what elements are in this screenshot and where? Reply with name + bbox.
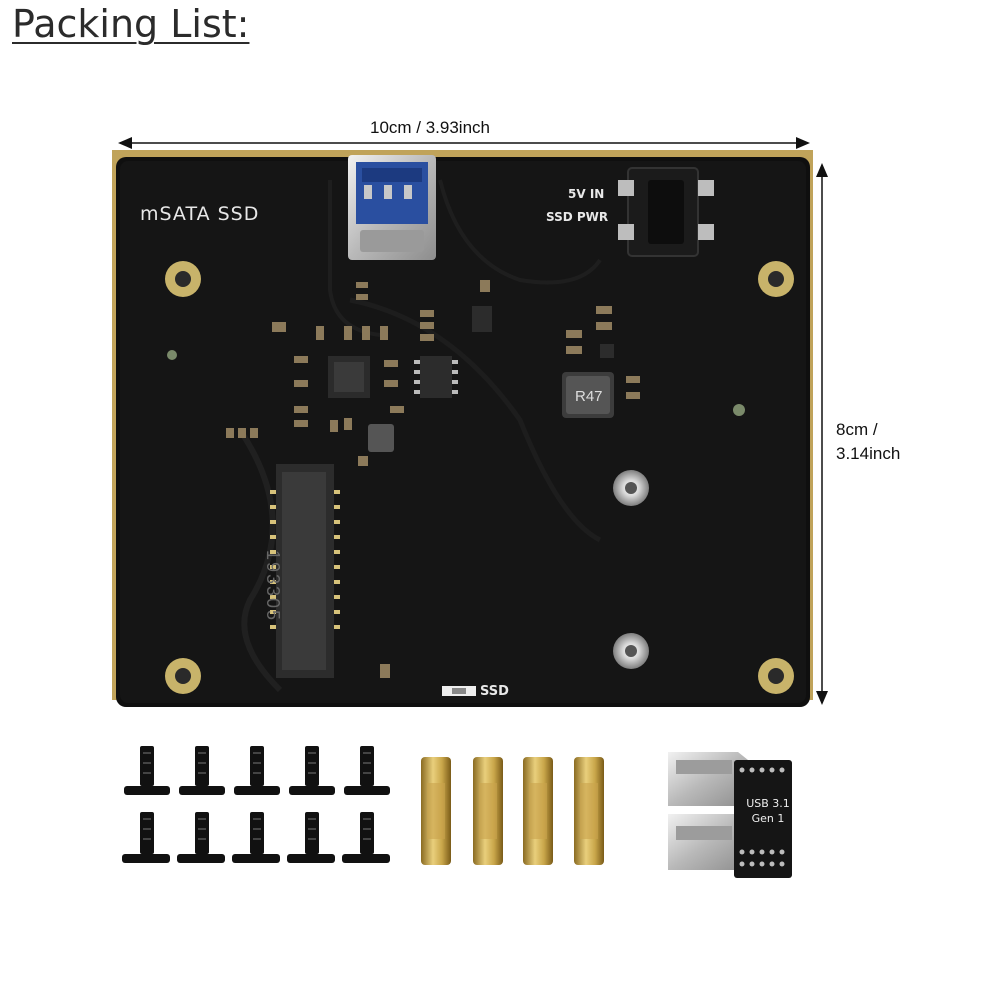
width-dimension-arrow [118, 137, 810, 149]
screw [342, 812, 390, 863]
page-title: Packing List: [12, 2, 250, 46]
usb-bridge-connector [668, 752, 792, 878]
brass-standoffs [421, 757, 604, 865]
screw [122, 812, 170, 863]
mounting-hole-bottom-right [758, 658, 794, 694]
ssd-led [442, 686, 476, 696]
msata-standoff-hole-top [613, 470, 649, 506]
inductor-marking: R47 [575, 388, 603, 405]
socket-marking: 193305 [263, 550, 283, 623]
pcb-board [112, 150, 813, 707]
screw [177, 812, 225, 863]
controller-chip [328, 356, 370, 398]
ssd-led-label: SSD [480, 684, 509, 699]
power-label-line1: 5V IN [568, 187, 605, 201]
height-dimension-line2: 3.14inch [836, 444, 901, 463]
standoff [473, 757, 503, 865]
small-inductor [368, 424, 394, 452]
msata-standoff-hole-bottom [613, 633, 649, 669]
smd-components [226, 280, 640, 678]
screw [124, 746, 170, 795]
usb-bridge-label-line1: USB 3.1 [746, 797, 790, 810]
screw [234, 746, 280, 795]
height-dimension-label: 8cm / 3.14inch [836, 418, 900, 466]
msata-socket [270, 464, 340, 678]
usb-bridge-label: USB 3.1 Gen 1 [746, 796, 790, 826]
screw [287, 812, 335, 863]
power-label-line2: SSD PWR [546, 210, 609, 224]
mounting-hole-top-left [165, 261, 201, 297]
screws [122, 746, 390, 863]
standoff [523, 757, 553, 865]
usb-port [348, 155, 436, 260]
board-label: mSATA SSD [140, 203, 260, 225]
standoff [421, 757, 451, 865]
screw [289, 746, 335, 795]
standoff [574, 757, 604, 865]
screw [344, 746, 390, 795]
power-inductor [562, 372, 614, 418]
usb-bridge-label-line2: Gen 1 [751, 812, 785, 825]
screw [179, 746, 225, 795]
dc-power-jack [618, 167, 714, 257]
soic-chip [414, 356, 458, 398]
width-dimension-label: 10cm / 3.93inch [369, 118, 490, 137]
screw [232, 812, 280, 863]
height-dimension-arrow [816, 163, 828, 705]
height-dimension-line1: 8cm / [836, 420, 878, 439]
mounting-hole-bottom-left [165, 658, 201, 694]
mounting-hole-top-right [758, 261, 794, 297]
